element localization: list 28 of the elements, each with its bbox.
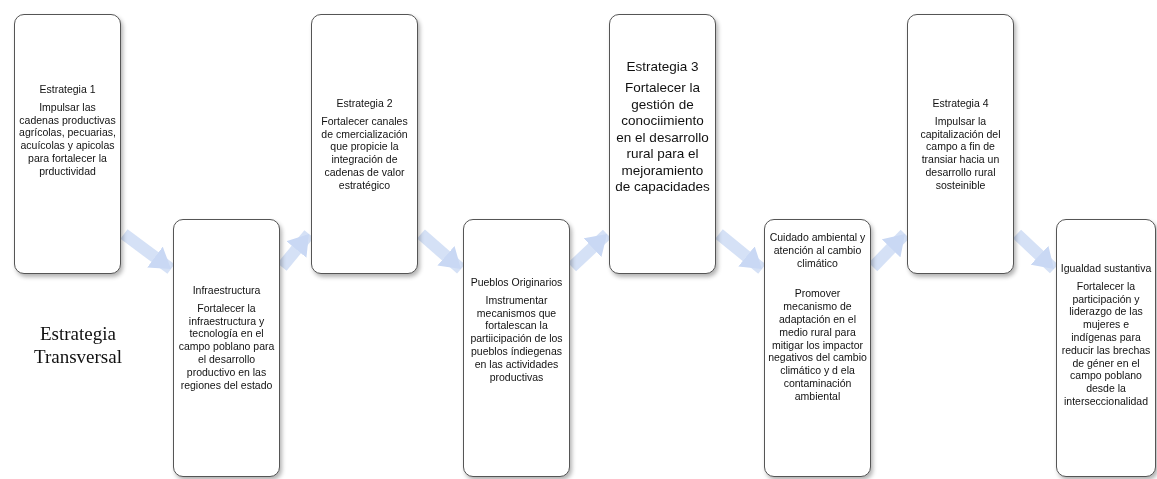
arrow [120, 229, 175, 274]
card-text: Promover mecanismo de adaptación en el medio rural para mitigar los impactor negativos del cambio climático y d ela contaminación ambiental [768, 287, 867, 403]
strategy-card [907, 14, 1014, 274]
strategy-card [1056, 219, 1156, 477]
card-heading: Igualdad sustantiva [1060, 262, 1152, 275]
card-text: Fortalecer la infraestructura y tecnología en el campo poblano para el desarrollo productivo en las regiones del estado [177, 301, 276, 392]
card-text: Imstrumentar mecanismos que fortalescan la partiicipación de los pueblos índiegenas en las actividades productivas [469, 293, 564, 384]
strategy-card [311, 14, 418, 274]
card-text: Fortalecer canales de cmercialización que propicie la integración de cadenas de valor estratégico [320, 114, 409, 192]
arrow [715, 229, 766, 274]
strategy-card [609, 14, 716, 274]
card-heading: Pueblos Originarios [470, 276, 563, 289]
card-heading: Estrategia 2 [336, 97, 393, 110]
strategy-card [173, 219, 280, 477]
card-text: Fortalecer la participación y liderazgo de las mujeres e indígenas para reducir las brechas de géner en el campo poblano desde la interseccionalidad [1060, 279, 1152, 408]
card-text: Impulsar las cadenas productivas agrícolas, pecuarias, acuícolas y apicolas para fortalecer la prductividad [18, 100, 117, 178]
card-heading: Estrategia 4 [932, 97, 989, 110]
arrow [417, 229, 465, 274]
card-heading: Cuidado ambiental y atención al cambio climático [768, 231, 867, 270]
card-heading: Estrategia 3 [626, 59, 699, 76]
strategy-card [764, 219, 871, 477]
card-text: Fortalecer la gestión de conociimiento en el desarrollo rural para el mejoramiento de capacidades [614, 80, 711, 196]
strategy-card [14, 14, 121, 274]
card-text: Impulsar la capitalización del campo a fin de transiar hacia un desarrollo rural sosteinible [919, 114, 1002, 192]
card-heading: Infraestructura [192, 284, 261, 297]
strategy-card [463, 219, 570, 477]
section-label: Estrategia Transversal [33, 323, 123, 369]
card-heading: Estrategia 1 [39, 83, 96, 96]
